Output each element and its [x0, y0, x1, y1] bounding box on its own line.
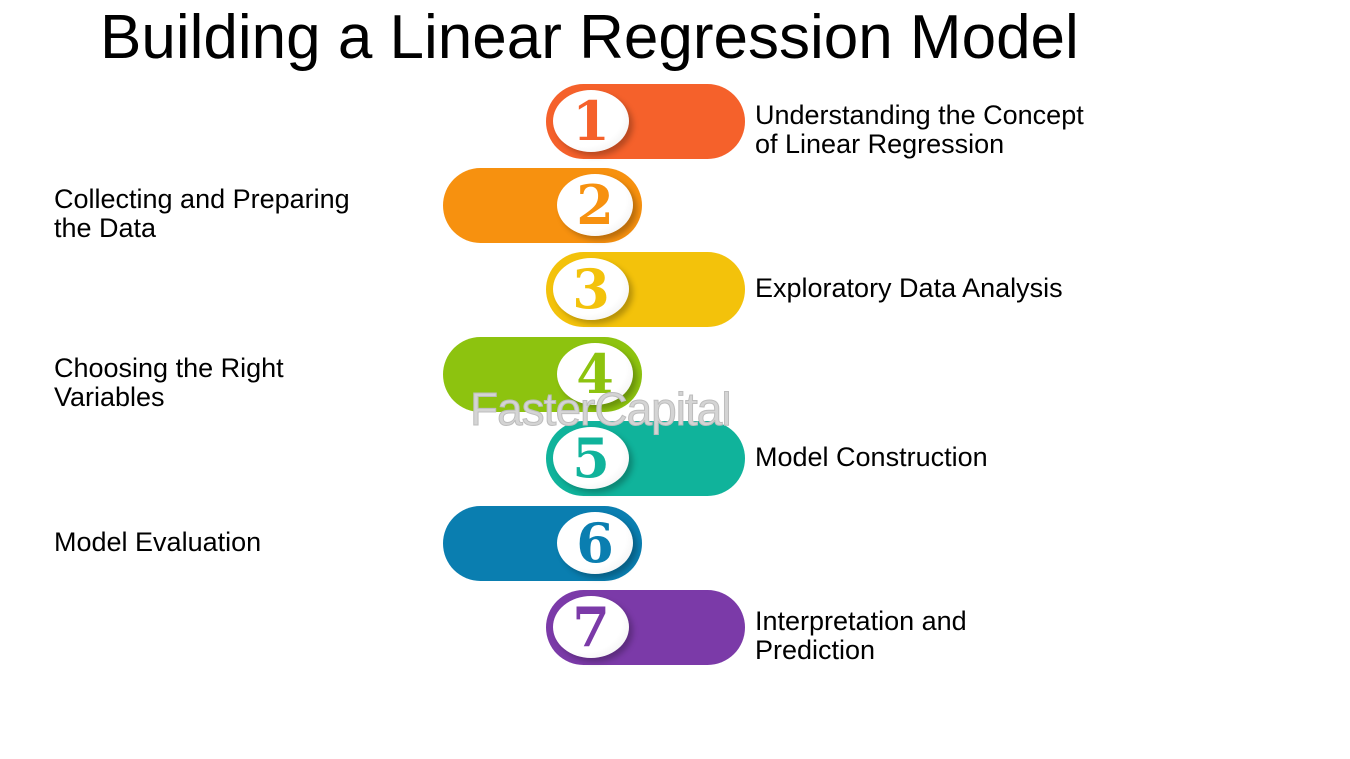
step-label-line2: the Data: [54, 213, 157, 243]
step-label: Model Evaluation: [54, 528, 261, 557]
step-pill-6: 6: [443, 506, 642, 581]
step-pill-4: 4: [443, 337, 642, 412]
step-pill-2: 2: [443, 168, 642, 243]
step-label-line1: Model Evaluation: [54, 527, 262, 557]
step-label-line1: Model Construction: [755, 442, 988, 472]
step-number-badge: 6: [557, 512, 633, 574]
step-label-line1: Exploratory Data Analysis: [755, 273, 1063, 303]
step-pill-5: 5: [546, 421, 745, 496]
step-pill-7: 7: [546, 590, 745, 665]
step-label: Model Construction: [755, 443, 988, 472]
step-number-badge: 3: [553, 258, 629, 320]
step-label-line2: Variables: [54, 382, 165, 412]
step-label-line2: Prediction: [755, 635, 876, 665]
step-label-line1: Understanding the Concept: [755, 100, 1084, 130]
step-label-line1: Collecting and Preparing: [54, 184, 350, 214]
step-label-line1: Choosing the Right: [54, 353, 284, 383]
step-number-badge: 2: [557, 174, 633, 236]
step-label-line1: Interpretation and: [755, 606, 967, 636]
step-pill-1: 1: [546, 84, 745, 159]
step-pill-3: 3: [546, 252, 745, 327]
step-number-badge: 1: [553, 90, 629, 152]
watermark-logo: FasterCapital: [470, 383, 733, 436]
step-number-badge: 5: [553, 427, 629, 489]
step-label-line2: of Linear Regression: [755, 129, 1005, 159]
page-title: Building a Linear Regression Model: [100, 3, 1079, 72]
step-number-badge: 4: [557, 343, 633, 405]
step-label: Exploratory Data Analysis: [755, 274, 1063, 303]
step-number-badge: 7: [553, 596, 629, 658]
